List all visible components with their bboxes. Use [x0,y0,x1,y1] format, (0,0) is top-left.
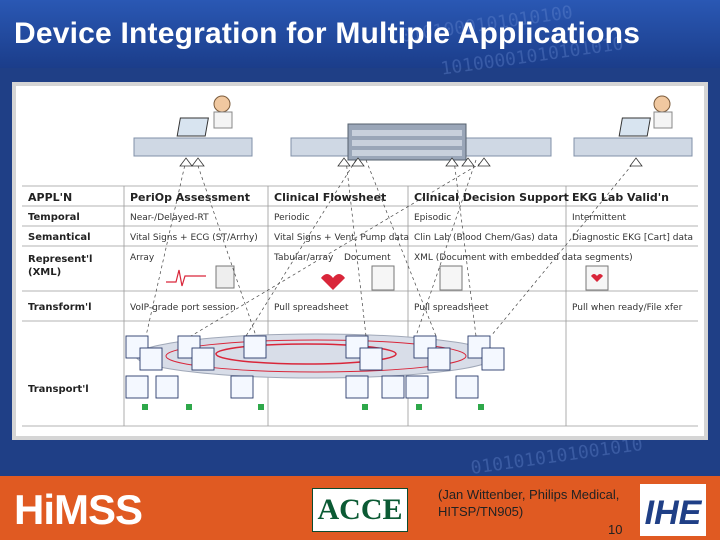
heart-icon [321,274,345,290]
server-slot [352,130,462,136]
heart-icon [591,274,603,282]
device-integration-diagram: APPL'N PeriOp Assessment Clinical Flowsh… [12,82,708,440]
clinician-laptop-icon [618,95,673,137]
network-ring [215,343,397,365]
server-slot [352,150,462,156]
cell: Periodic [274,213,310,223]
cell: Vital Signs + Vent, Pump data [274,233,409,243]
credit-line-1: (Jan Wittenber, Philips Medical, [438,487,620,502]
row-label-semantical: Semantical [28,232,91,243]
acce-logo-text: ACCE [317,493,403,526]
xml-document-icon [439,265,463,291]
header-flowsheet: Clinical Flowsheet [274,191,386,204]
cell-document: Document [344,253,391,263]
table-grid [22,185,698,427]
diagram-canvas: APPL'N PeriOp Assessment Clinical Flowsh… [22,95,698,427]
row-label-represent-xml: (XML) [28,267,61,278]
cell: Diagnostic EKG [Cart] data [572,233,693,243]
row-label-represent: Represent'l [28,254,92,265]
device-bar [133,137,253,157]
cell: Near-/Delayed-RT [130,213,209,223]
server-slot [352,140,462,146]
cell: Pull spreadsheet [274,303,349,313]
header-appln: APPL'N [28,191,72,204]
cell: Array [130,253,155,263]
green-device-icons [142,404,484,410]
ihe-logo-text: IHE [645,494,703,532]
row-label-temporal: Temporal [28,212,80,223]
title-bar [0,0,720,68]
acce-logo: ACCE [312,488,408,532]
page-number: 10 [608,522,623,537]
ihe-logo: IHE [640,484,706,536]
credit-line-2: HITSP/TN905) [438,504,524,519]
himss-logo: HiMSS [14,486,143,533]
cell: Tabular/array [273,253,334,263]
connection-lines [145,159,637,337]
credit-text: (Jan Wittenber, Philips Medical, HITSP/T… [438,486,619,520]
device-bar [573,137,693,157]
cell: Clin Lab (Blood Chem/Gas) data [414,233,558,243]
network-ring [165,339,467,373]
cell: XML (Document with embedded data segment… [414,253,633,263]
slide-title: Device Integration for Multiple Applicat… [14,17,641,50]
cell: Pull when ready/File xfer [572,303,683,313]
row-label-transport: Transport'l [28,384,89,395]
ecg-waveform-icon [166,269,206,287]
header-periop: PeriOp Assessment [130,191,250,204]
device-cluster-boxes [125,335,505,399]
document-icon [371,265,395,291]
cell: Vital Signs + ECG (ST/Arrhy) [130,233,258,243]
cell: Episodic [414,213,451,223]
cell: VoIP-grade port session [130,303,236,313]
binary-decoration: 0101010101001010 [469,434,645,479]
clinician-laptop-icon [176,95,233,137]
cell: Intermittent [572,213,627,223]
connector-triangles [179,157,643,167]
chart-document-icon [215,265,235,289]
header-ekg: EKG Lab Valid'n [572,191,669,204]
cell: Pull spreadsheet [414,303,489,313]
row-label-transform: Transform'l [28,302,92,313]
header-decision-support: Clinical Decision Support [414,191,569,204]
